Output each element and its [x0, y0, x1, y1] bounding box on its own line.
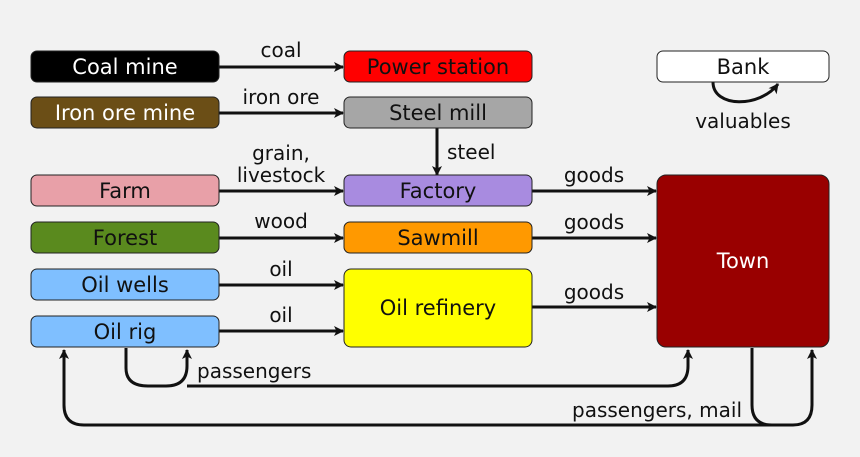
factory-node: Factory — [343, 174, 533, 207]
bank-box — [656, 50, 830, 83]
farm-box — [30, 174, 220, 207]
oil-wells-oil-label: oil — [269, 257, 292, 281]
power-station-label: Power station — [367, 55, 509, 79]
iron-ore-mine-label: Iron ore mine — [55, 101, 195, 125]
town-box — [656, 174, 830, 348]
iron-ore-mine-node: Iron ore mine — [30, 96, 220, 129]
oil-refinery-box — [343, 268, 533, 348]
town-loop-arrow — [750, 348, 817, 427]
valuables-label: valuables — [695, 109, 791, 133]
forest-box — [30, 221, 220, 254]
forest-label: Forest — [93, 226, 157, 250]
oil-wells-node: Oil wells — [30, 268, 220, 301]
oil-rig-passengers-loop — [124, 348, 192, 388]
coal-mine-node: Coal mine — [30, 50, 220, 83]
oil-refinery-label: Oil refinery — [380, 296, 496, 320]
power-station-node: Power station — [343, 50, 533, 83]
factory-label: Factory — [400, 179, 477, 203]
iron-ore-label: iron ore — [243, 85, 320, 109]
passengers-label: passengers — [197, 359, 311, 383]
oil-refinery-node: Oil refinery — [343, 268, 533, 348]
grain-label: grain, — [252, 141, 310, 165]
town-label: Town — [716, 249, 770, 273]
wood-label: wood — [254, 209, 308, 233]
bank-node: Bank — [656, 50, 830, 83]
valuables-loop-arrow — [711, 81, 780, 104]
steel-label: steel — [447, 140, 495, 164]
power-station-box — [343, 50, 533, 83]
steel-mill-label: Steel mill — [389, 101, 487, 125]
factory-goods-label: goods — [564, 163, 624, 187]
edge-labels: coal iron ore steel grain, livestock woo… — [197, 38, 791, 422]
iron-ore-mine-box — [30, 96, 220, 129]
oil-rig-box — [30, 315, 220, 348]
nodes: Coal mine Iron ore mine Farm Forest Oil … — [30, 50, 830, 348]
sawmill-label: Sawmill — [397, 226, 478, 250]
oil-wells-label: Oil wells — [81, 273, 169, 297]
coal-mine-label: Coal mine — [72, 55, 177, 79]
steel-mill-node: Steel mill — [343, 96, 533, 129]
refinery-goods-label: goods — [564, 280, 624, 304]
sawmill-box — [343, 221, 533, 254]
farm-label: Farm — [99, 179, 151, 203]
bank-label: Bank — [717, 55, 771, 79]
farm-node: Farm — [30, 174, 220, 207]
sawmill-goods-label: goods — [564, 210, 624, 234]
coal-mine-box — [30, 50, 220, 83]
oil-rig-oil-label: oil — [269, 303, 292, 327]
oil-wells-box — [30, 268, 220, 301]
factory-box — [343, 174, 533, 207]
passengers-mail-label: passengers, mail — [572, 398, 742, 422]
coal-label: coal — [260, 38, 301, 62]
sawmill-node: Sawmill — [343, 221, 533, 254]
steel-mill-box — [343, 96, 533, 129]
edges — [59, 62, 817, 427]
oil-rig-node: Oil rig — [30, 315, 220, 348]
livestock-label: livestock — [237, 163, 326, 187]
passengers-to-town-arrow — [187, 349, 693, 388]
oil-rig-label: Oil rig — [94, 320, 157, 344]
forest-node: Forest — [30, 221, 220, 254]
passengers-mail-arrow — [59, 349, 772, 427]
town-node: Town — [656, 174, 830, 348]
